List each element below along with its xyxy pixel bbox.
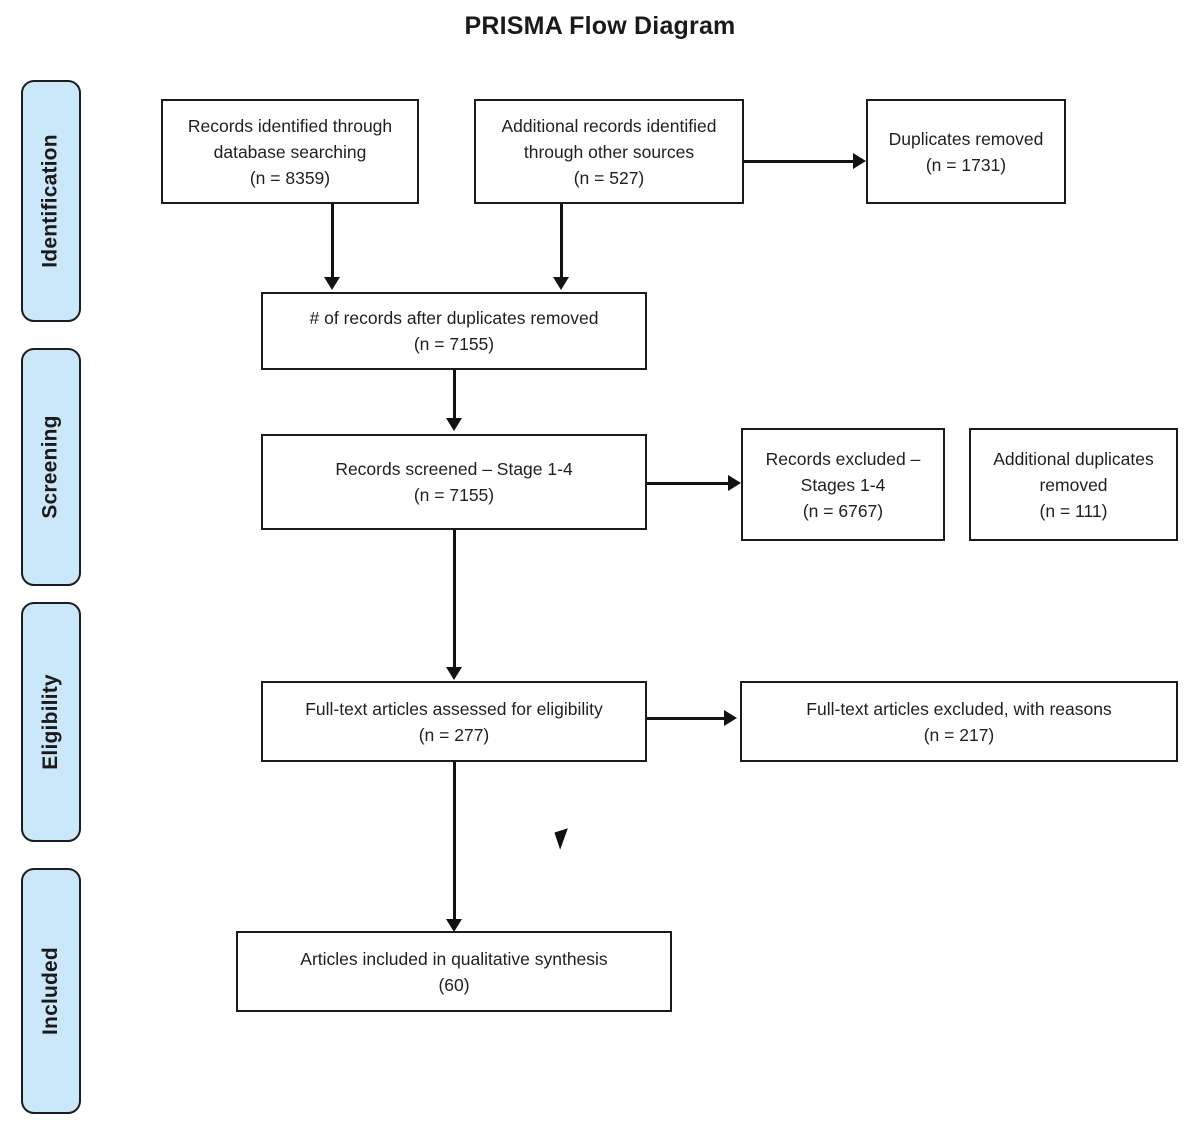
box-addl-duplicates-line3: (n = 111) [1039,500,1108,521]
connector-other-sources-to-duplicates [744,160,854,163]
box-fulltext-line2: (n = 277) [418,724,490,745]
box-other-sources-line3: (n = 527) [573,167,645,188]
stage-label-identification: Identification [21,80,81,322]
arrowhead-to-duplicates [853,153,866,169]
stage-label-screening: Screening [21,348,81,586]
box-after-duplicates-line1: # of records after duplicates removed [309,308,599,328]
box-records-identified-database: Records identified through database sear… [161,99,419,204]
box-db-search-line1: Records identified through [187,115,393,136]
box-articles-included: Articles included in qualitative synthes… [236,931,672,1012]
stage-label-identification-text: Identification [39,134,62,268]
box-db-search-line3: (n = 8359) [249,167,331,188]
box-fulltext-excluded-line2: (n = 217) [923,724,995,745]
connector-fulltext-down [453,762,456,922]
box-included-line2: (60) [438,974,470,995]
arrowhead-after-duplicates-down [446,418,462,431]
box-excluded-line3: (n = 6767) [802,500,884,521]
connector-screened-down [453,530,456,670]
box-excluded-line2: Stages 1-4 [800,474,886,495]
box-additional-records-other-sources: Additional records identified through ot… [474,99,744,204]
box-fulltext-excluded-line1: Full-text articles excluded, with reason… [806,698,1112,719]
connector-after-duplicates-down [453,370,456,422]
box-records-screened: Records screened – Stage 1-4 (n = 7155) [261,434,647,530]
box-other-sources-line2: through other sources [523,141,695,162]
arrowhead-db-search-down [324,277,340,290]
stage-label-screening-text: Screening [39,415,62,519]
arrowhead-screened-down [446,667,462,680]
box-screened-line2: (n = 7155) [413,485,495,505]
box-db-search-line2: database searching [213,141,367,162]
box-duplicates-line2: (n = 1731) [925,154,1007,175]
stage-label-included: Included [21,868,81,1114]
box-records-excluded: Records excluded – Stages 1-4 (n = 6767) [741,428,945,541]
box-addl-duplicates-line2: removed [1039,474,1108,495]
box-fulltext-assessed: Full-text articles assessed for eligibil… [261,681,647,762]
arrowhead-to-excluded [728,475,741,491]
box-fulltext-line1: Full-text articles assessed for eligibil… [305,698,603,719]
arrowhead-to-fulltext-excluded [724,710,737,726]
connector-screened-to-excluded [647,482,731,485]
box-screened-line1: Records screened – Stage 1-4 [335,459,573,479]
arrowhead-fulltext-down [446,919,462,932]
box-records-after-duplicates-removed: # of records after duplicates removed (n… [261,292,647,370]
connector-other-sources-down [560,204,563,280]
box-addl-duplicates-line1: Additional duplicates [993,448,1154,469]
box-fulltext-excluded: Full-text articles excluded, with reason… [740,681,1178,762]
box-additional-duplicates-removed: Additional duplicates removed (n = 111) [969,428,1178,541]
box-duplicates-line1: Duplicates removed [888,128,1044,149]
connector-fulltext-to-excluded [647,717,727,720]
stage-label-eligibility-text: Eligibility [39,674,63,770]
connector-db-search-down [331,204,334,280]
box-included-line1: Articles included in qualitative synthes… [300,948,608,969]
box-after-duplicates-line2: (n = 7155) [413,334,495,354]
cursor-pointer-icon [554,828,574,850]
page-title: PRISMA Flow Diagram [464,12,736,40]
box-excluded-line1: Records excluded – [765,448,921,469]
box-duplicates-removed: Duplicates removed (n = 1731) [866,99,1066,204]
stage-label-eligibility: Eligibility [21,602,81,842]
stage-label-included-text: Included [39,947,63,1035]
box-other-sources-line1: Additional records identified [501,115,717,136]
arrowhead-other-sources-down [553,277,569,290]
